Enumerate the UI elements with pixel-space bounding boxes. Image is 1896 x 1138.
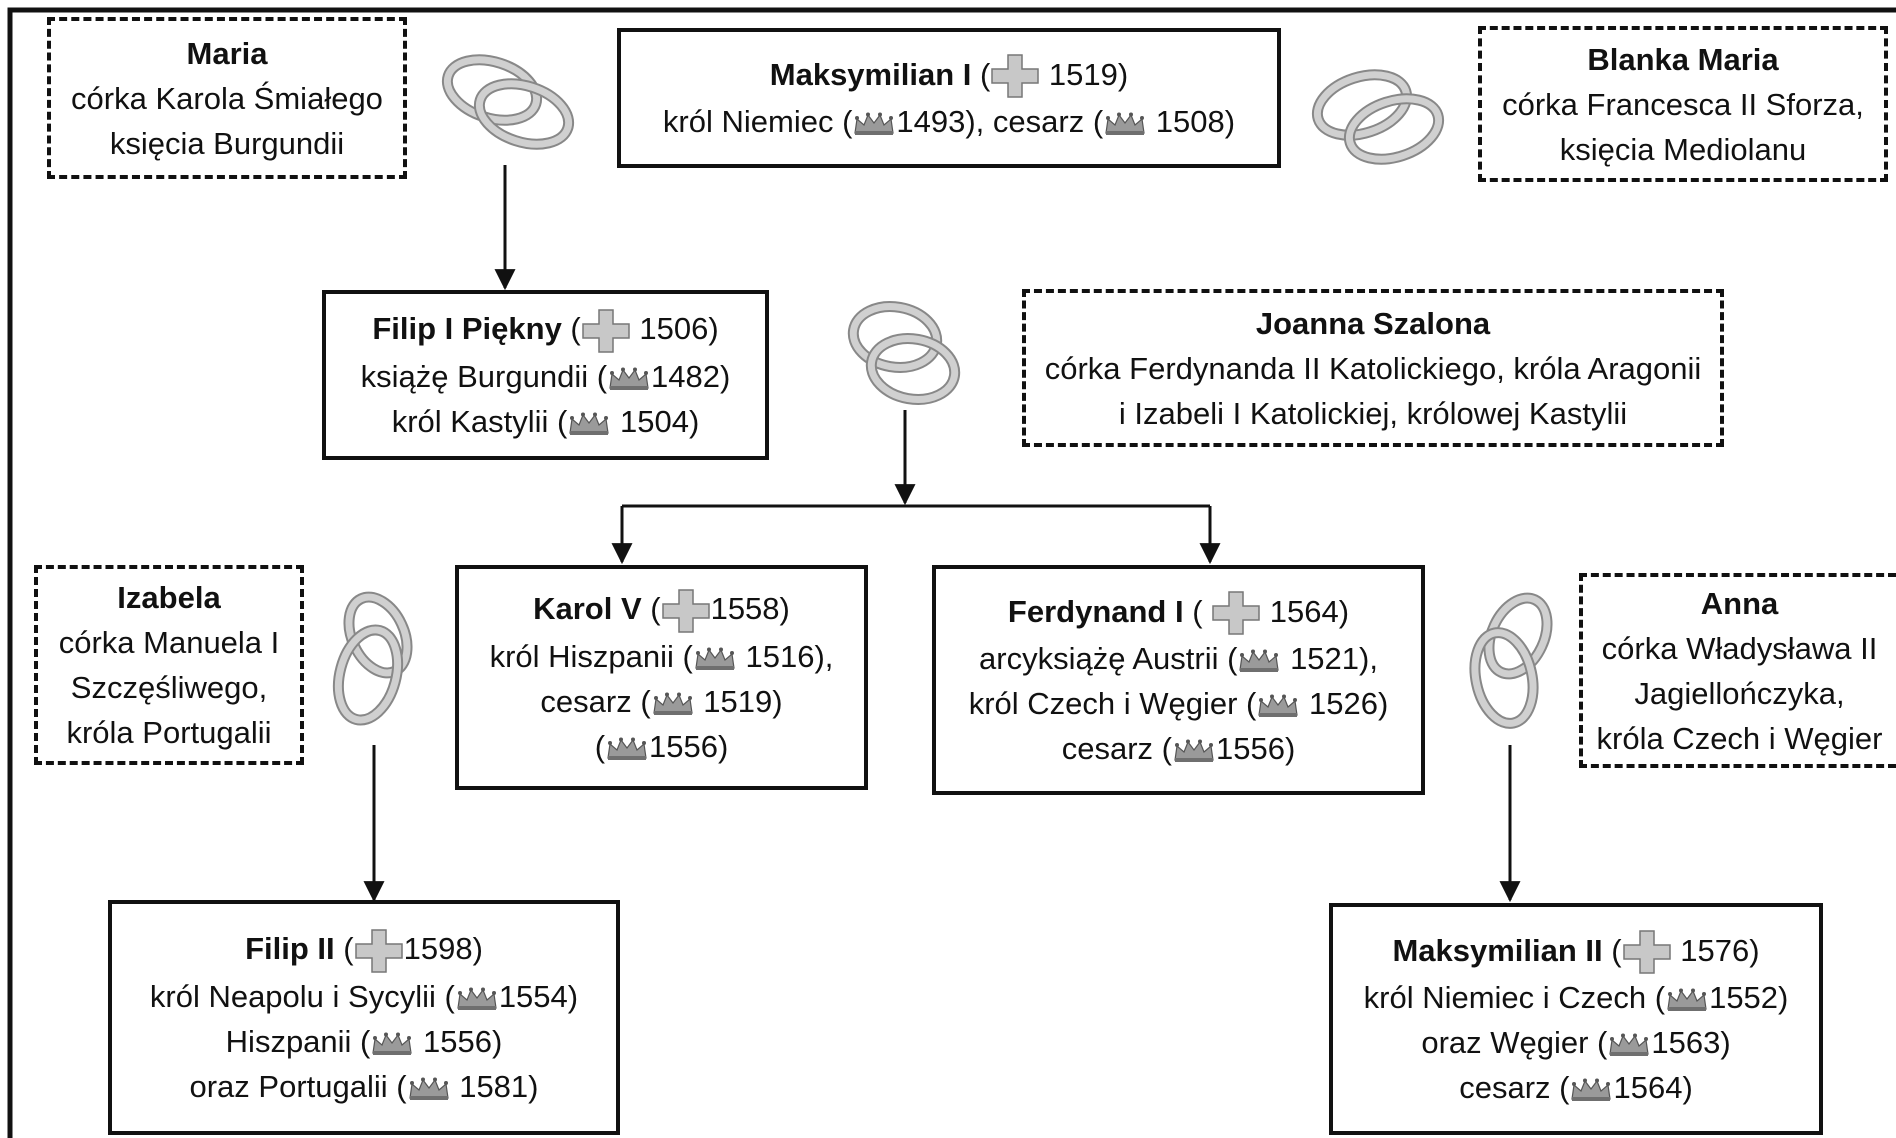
wedding-rings-icon [847,301,961,405]
outer-frame [7,7,1896,1138]
cross-icon [661,588,711,634]
title-year: 1521 [1290,641,1360,677]
node-desc-line: księcia Burgundii [109,125,345,161]
crown-icon [605,736,649,762]
death-year: 1576 [1680,932,1750,968]
crown-icon [455,986,499,1012]
death-year: 1519 [1048,56,1118,92]
title-year: 1554 [498,978,568,1014]
title-year: 1482 [651,358,721,394]
crown-icon [1172,738,1216,764]
node-name: Karol V [533,591,642,627]
title-year: 1556 [1215,731,1285,767]
node-desc-line: córka Ferdynanda II Katolickiego, króla … [1044,350,1702,386]
node-name: Maria [186,35,268,71]
title-year: 1526 [1309,686,1378,722]
crown-icon [693,646,737,672]
death-year: 1506 [639,311,709,347]
node-karol-v: Karol V (1558) król Hiszpanii ( 1516), c… [455,565,868,790]
node-desc-line: króla Czech i Węgier [1596,720,1883,756]
node-desc-line: córka Karola Śmiałego [71,80,383,116]
node-name: Blanka Maria [1587,41,1779,77]
node-desc-line: Jagiellończyka, [1634,675,1845,711]
node-desc-line: córka Władysława II [1601,630,1878,666]
node-maksymilian-1: Maksymilian I ( 1519) król Niemiec (1493… [617,28,1281,168]
title-year: 1504 [620,403,689,439]
wedding-rings-icon [332,591,413,726]
death-year: 1564 [1269,593,1339,629]
node-name: Izabela [117,580,221,615]
node-desc-line: i Izabeli I Katolickiej, królowej Kastyl… [1118,395,1628,431]
title-year: 1519 [703,683,773,719]
node-joanna-szalona: Joanna Szalona córka Ferdynanda II Katol… [1022,289,1724,447]
crown-icon [1103,111,1147,137]
death-year: 1598 [403,931,473,967]
node-name: Maksymilian II [1392,932,1603,968]
node-name: Maksymilian I [769,56,972,92]
cross-icon [581,308,631,354]
crown-icon [1607,1032,1651,1058]
title-year: 1516 [745,638,815,674]
node-filip-1: Filip I Piękny ( 1506) książę Burgundii … [322,290,769,460]
node-name: Ferdynand I [1007,593,1184,629]
title-year: 1556 [423,1023,492,1059]
wedding-rings-icon [1469,592,1553,729]
cross-icon [1622,929,1672,975]
node-maksymilian-2: Maksymilian II ( 1576) król Niemiec i Cz… [1329,903,1823,1135]
crown-icon [1237,648,1281,674]
title-year: 1564 [1613,1070,1683,1106]
crown-icon [852,111,896,137]
crown-icon [1569,1077,1613,1103]
node-maria: Maria córka Karola Śmiałego księcia Burg… [47,17,407,179]
crown-icon [370,1031,414,1057]
crown-icon [1665,987,1709,1013]
node-izabela: Izabela córka Manuela I Szczęśliwego, kr… [34,565,304,765]
cross-icon [990,53,1040,99]
crown-icon [607,366,651,392]
wedding-rings-icon [441,54,575,150]
crown-icon [407,1076,451,1102]
title-year: 1552 [1709,980,1779,1016]
title-year: 1508 [1155,104,1225,140]
title-year: 1581 [459,1068,529,1104]
crown-icon [1256,693,1300,719]
node-desc-line: księcia Mediolanu [1559,131,1807,167]
node-blanka-maria: Blanka Maria córka Francesca II Sforza, … [1478,26,1888,182]
title-year: 1556 [649,728,718,764]
node-name: Filip I Piękny [372,311,562,347]
crown-icon [567,411,611,437]
node-name: Anna [1700,585,1779,621]
title-year: 1493 [896,104,966,140]
node-desc-line: córka Francesca II Sforza, [1502,86,1864,122]
title-year: 1563 [1651,1025,1721,1061]
node-desc-line: Szczęśliwego, [70,670,268,705]
death-year: 1558 [710,591,780,627]
wedding-rings-icon [1311,69,1445,165]
crown-icon [651,691,695,717]
node-anna: Anna córka Władysława II Jagiellończyka,… [1579,573,1896,768]
node-filip-2: Filip II (1598) król Neapolu i Sycylii (… [108,900,620,1135]
node-name: Filip II [245,931,335,967]
cross-icon [354,928,404,974]
node-desc-line: córka Manuela I [58,625,280,660]
node-ferdynand-1: Ferdynand I ( 1564) arcyksiążę Austrii (… [932,565,1425,795]
node-name: Joanna Szalona [1255,305,1491,341]
node-desc-line: króla Portugalii [66,715,272,750]
cross-icon [1211,590,1261,636]
